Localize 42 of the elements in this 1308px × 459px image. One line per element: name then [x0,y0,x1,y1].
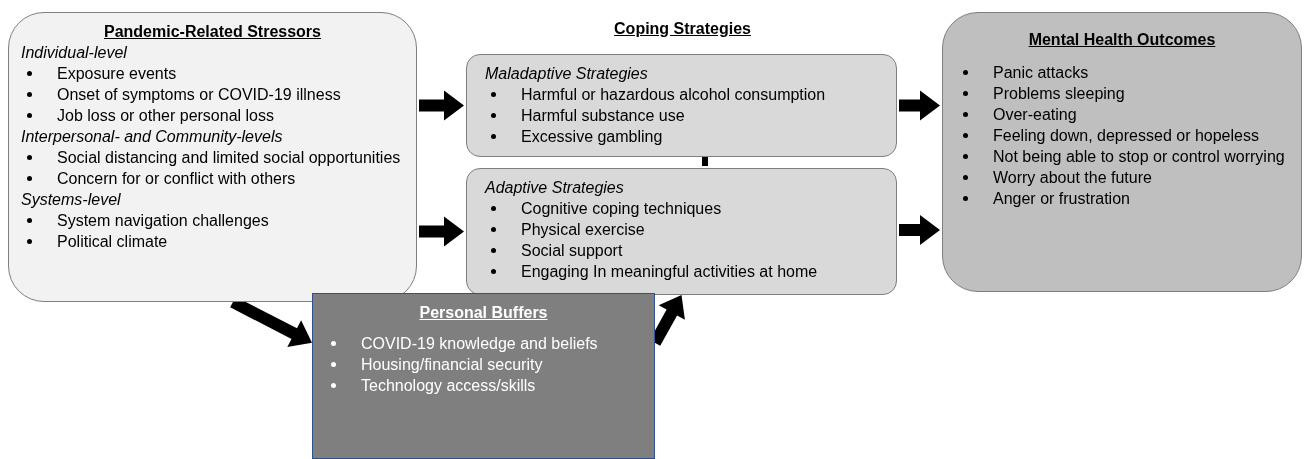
block-arrow [419,216,464,247]
block-arrow [419,90,464,121]
bullet-item: Housing/financial security [325,354,642,375]
subheading: Interpersonal- and Community-levels [21,127,284,147]
bullet-item: Worry about the future [957,167,1287,188]
bullet-item: Concern for or conflict with others [21,168,404,189]
stressors-box [8,12,417,302]
bullet-item: Social support [485,240,878,261]
bullet-item: Exposure events [21,63,404,84]
box-heading: Personal Buffers [418,303,549,323]
box-heading: Mental Health Outcomes [1027,30,1217,50]
bullet-item: Onset of symptoms or COVID-19 illness [21,84,404,105]
bullet-item: Anger or frustration [957,188,1287,209]
bullet-item: Physical exercise [485,219,878,240]
outcomes-box [942,12,1302,292]
bullet-item: Cognitive coping techniques [485,198,878,219]
bullet-item: Social distancing and limited social opportunities [21,147,404,168]
bullet-item: Not being able to stop or control worrying [957,146,1287,167]
block-arrow [899,90,940,121]
subheading: Adaptive Strategies [485,178,625,198]
strategy-box [466,54,897,157]
bullet-item: Problems sleeping [957,83,1287,104]
block-arrow [899,215,940,245]
section-heading: Coping Strategies [613,20,752,38]
bullet-item: COVID-19 knowledge and beliefs [325,333,642,354]
bullet-item: Harmful or hazardous alcohol consumption [485,84,878,105]
bullet-item: Job loss or other personal loss [21,105,404,126]
subheading: Individual-level [21,43,128,63]
bullet-item: Over-eating [957,104,1287,125]
subheading: Maladaptive Strategies [485,64,649,84]
bullet-item: Panic attacks [957,62,1287,83]
bullet-item: Engaging In meaningful activities at home [485,261,878,282]
bullet-item: Political climate [21,231,404,252]
bullet-item: Technology access/skills [325,375,642,396]
bullet-item: Feeling down, depressed or hopeless [957,125,1287,146]
subheading: Systems-level [21,190,122,210]
bullet-item: Excessive gambling [485,126,878,147]
strategy-box [466,168,897,295]
box-heading: Pandemic-Related Stressors [103,22,322,42]
buffers-box [312,293,655,459]
bullet-item: System navigation challenges [21,210,404,231]
bullet-item: Harmful substance use [485,105,878,126]
